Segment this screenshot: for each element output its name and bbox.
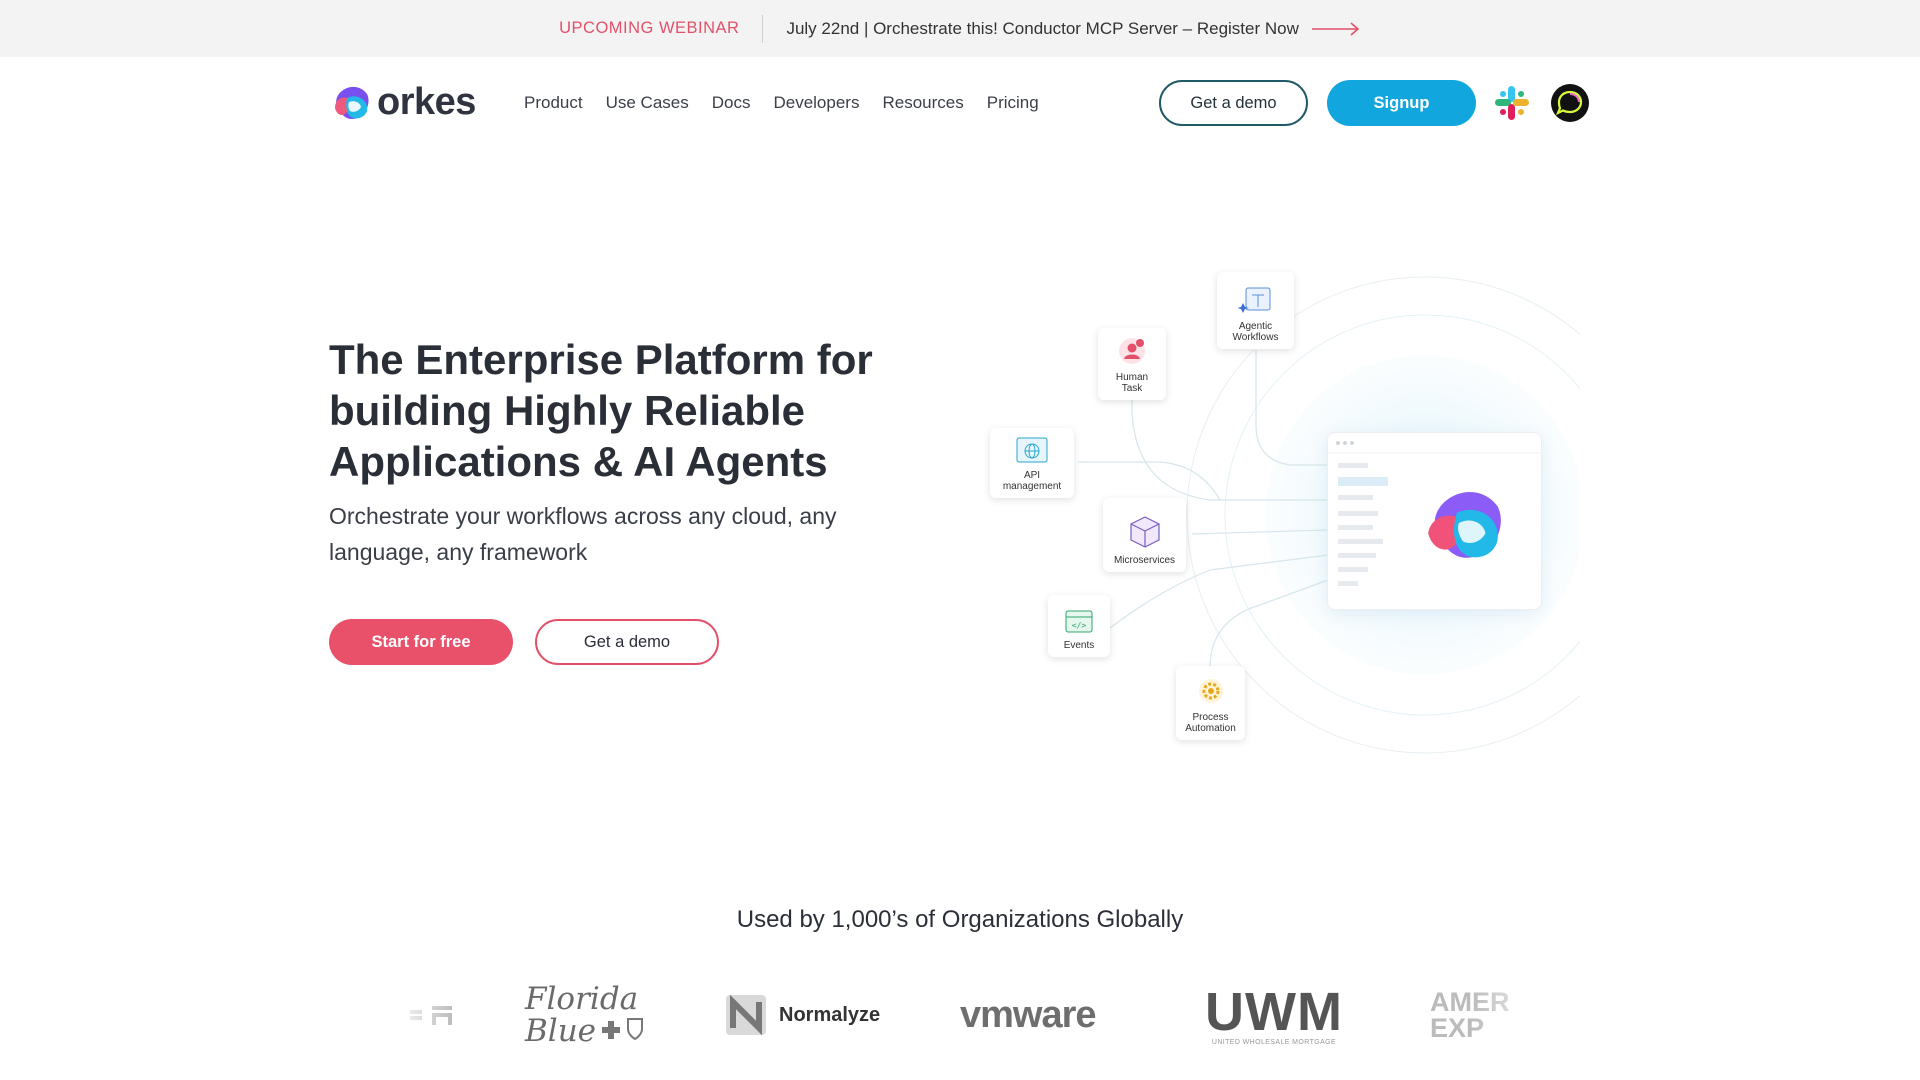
announcement-divider — [762, 14, 764, 43]
orchestration-illustration: Agentic Workflows Human Task API managem… — [960, 260, 1580, 760]
node-human-task: Human Task — [1098, 328, 1166, 400]
arrow-right-icon[interactable] — [1311, 21, 1361, 37]
node-label: Process Automation — [1185, 712, 1236, 734]
get-demo-button[interactable]: Get a demo — [1159, 80, 1308, 126]
hero-subtitle: Orchestrate your workflows across any cl… — [329, 503, 837, 565]
webinar-tag: UPCOMING WEBINAR — [559, 19, 740, 37]
node-label: Microservices — [1113, 555, 1176, 566]
signup-button[interactable]: Signup — [1327, 80, 1476, 126]
workflow-dashboard-panel — [1327, 432, 1543, 610]
hero-demo-button[interactable]: Get a demo — [535, 619, 719, 665]
customers-heading: Used by 1,000’s of Organizations Globall… — [736, 906, 1184, 933]
florida-blue-logo: Florida Blue — [525, 975, 665, 1055]
node-process-automation: Process Automation — [1176, 666, 1245, 740]
node-label: API management — [1002, 470, 1062, 492]
gear-automation-icon — [1198, 679, 1223, 703]
node-label: Human Task — [1115, 372, 1149, 394]
logos-fade-left — [390, 970, 470, 1060]
uwm-text: UWM — [1205, 981, 1343, 1042]
svg-text:</>: </> — [1072, 621, 1087, 630]
normalyze-mark-icon — [726, 994, 766, 1036]
normalyze-text: Normalyze — [779, 1003, 881, 1026]
api-globe-icon — [1016, 437, 1048, 463]
node-label: Events — [1063, 640, 1095, 651]
uwm-tagline: UNITED WHOLESALE MORTGAGE — [1211, 1038, 1337, 1046]
logos-fade-right — [1470, 970, 1560, 1060]
node-microservices: Microservices — [1103, 498, 1186, 572]
node-agentic-workflows: Agentic Workflows — [1217, 272, 1294, 349]
uwm-logo: UWM UNITED WHOLESALE MORTGAGE — [1205, 975, 1343, 1055]
main-menu: Product Use Cases Docs Developers Resour… — [524, 93, 1062, 113]
vmware-text: vmware — [960, 993, 1097, 1036]
customer-logos: Florida Blue Normalyze vmware UWM UNITED… — [390, 975, 1550, 1055]
hero-title: The Enterprise Platform for building Hig… — [329, 336, 873, 485]
menu-developers[interactable]: Developers — [773, 93, 860, 112]
cross-shield-icon — [602, 1018, 643, 1041]
logo-wordmark: orkes — [377, 80, 476, 123]
cube-icon — [1129, 516, 1160, 548]
slack-icon[interactable] — [1493, 84, 1531, 122]
menu-use-cases[interactable]: Use Cases — [605, 93, 689, 112]
dashboard-mockup — [1328, 441, 1543, 586]
webinar-link[interactable]: July 22nd | Orchestrate this! Conductor … — [786, 18, 1299, 38]
human-task-icon — [1119, 338, 1145, 364]
start-free-button[interactable]: Start for free — [329, 619, 513, 665]
node-api-management: API management — [990, 428, 1074, 498]
menu-docs[interactable]: Docs — [711, 93, 751, 112]
normalyze-logo: Normalyze — [725, 975, 880, 1055]
orkes-logo-icon — [335, 86, 369, 120]
orkes-logo[interactable]: orkes — [329, 80, 476, 124]
orkes-core-logo — [1428, 491, 1501, 558]
menu-resources[interactable]: Resources — [882, 93, 964, 112]
florida-blue-text: Florida Blue — [525, 981, 639, 1049]
events-calendar-icon: </> — [1065, 610, 1093, 633]
vmware-logo: vmware — [960, 975, 1097, 1055]
chat-bubble-icon[interactable] — [1550, 83, 1590, 123]
node-label: Agentic Workflows — [1232, 321, 1279, 343]
top-navigation: orkes Product Use Cases Docs Developers … — [0, 57, 1920, 149]
menu-pricing[interactable]: Pricing — [986, 93, 1039, 112]
menu-product[interactable]: Product — [524, 93, 583, 112]
agentic-workflow-icon — [1237, 287, 1270, 313]
node-events: </> Events — [1048, 595, 1110, 657]
announcement-bar[interactable]: UPCOMING WEBINAR July 22nd | Orchestrate… — [0, 0, 1920, 57]
